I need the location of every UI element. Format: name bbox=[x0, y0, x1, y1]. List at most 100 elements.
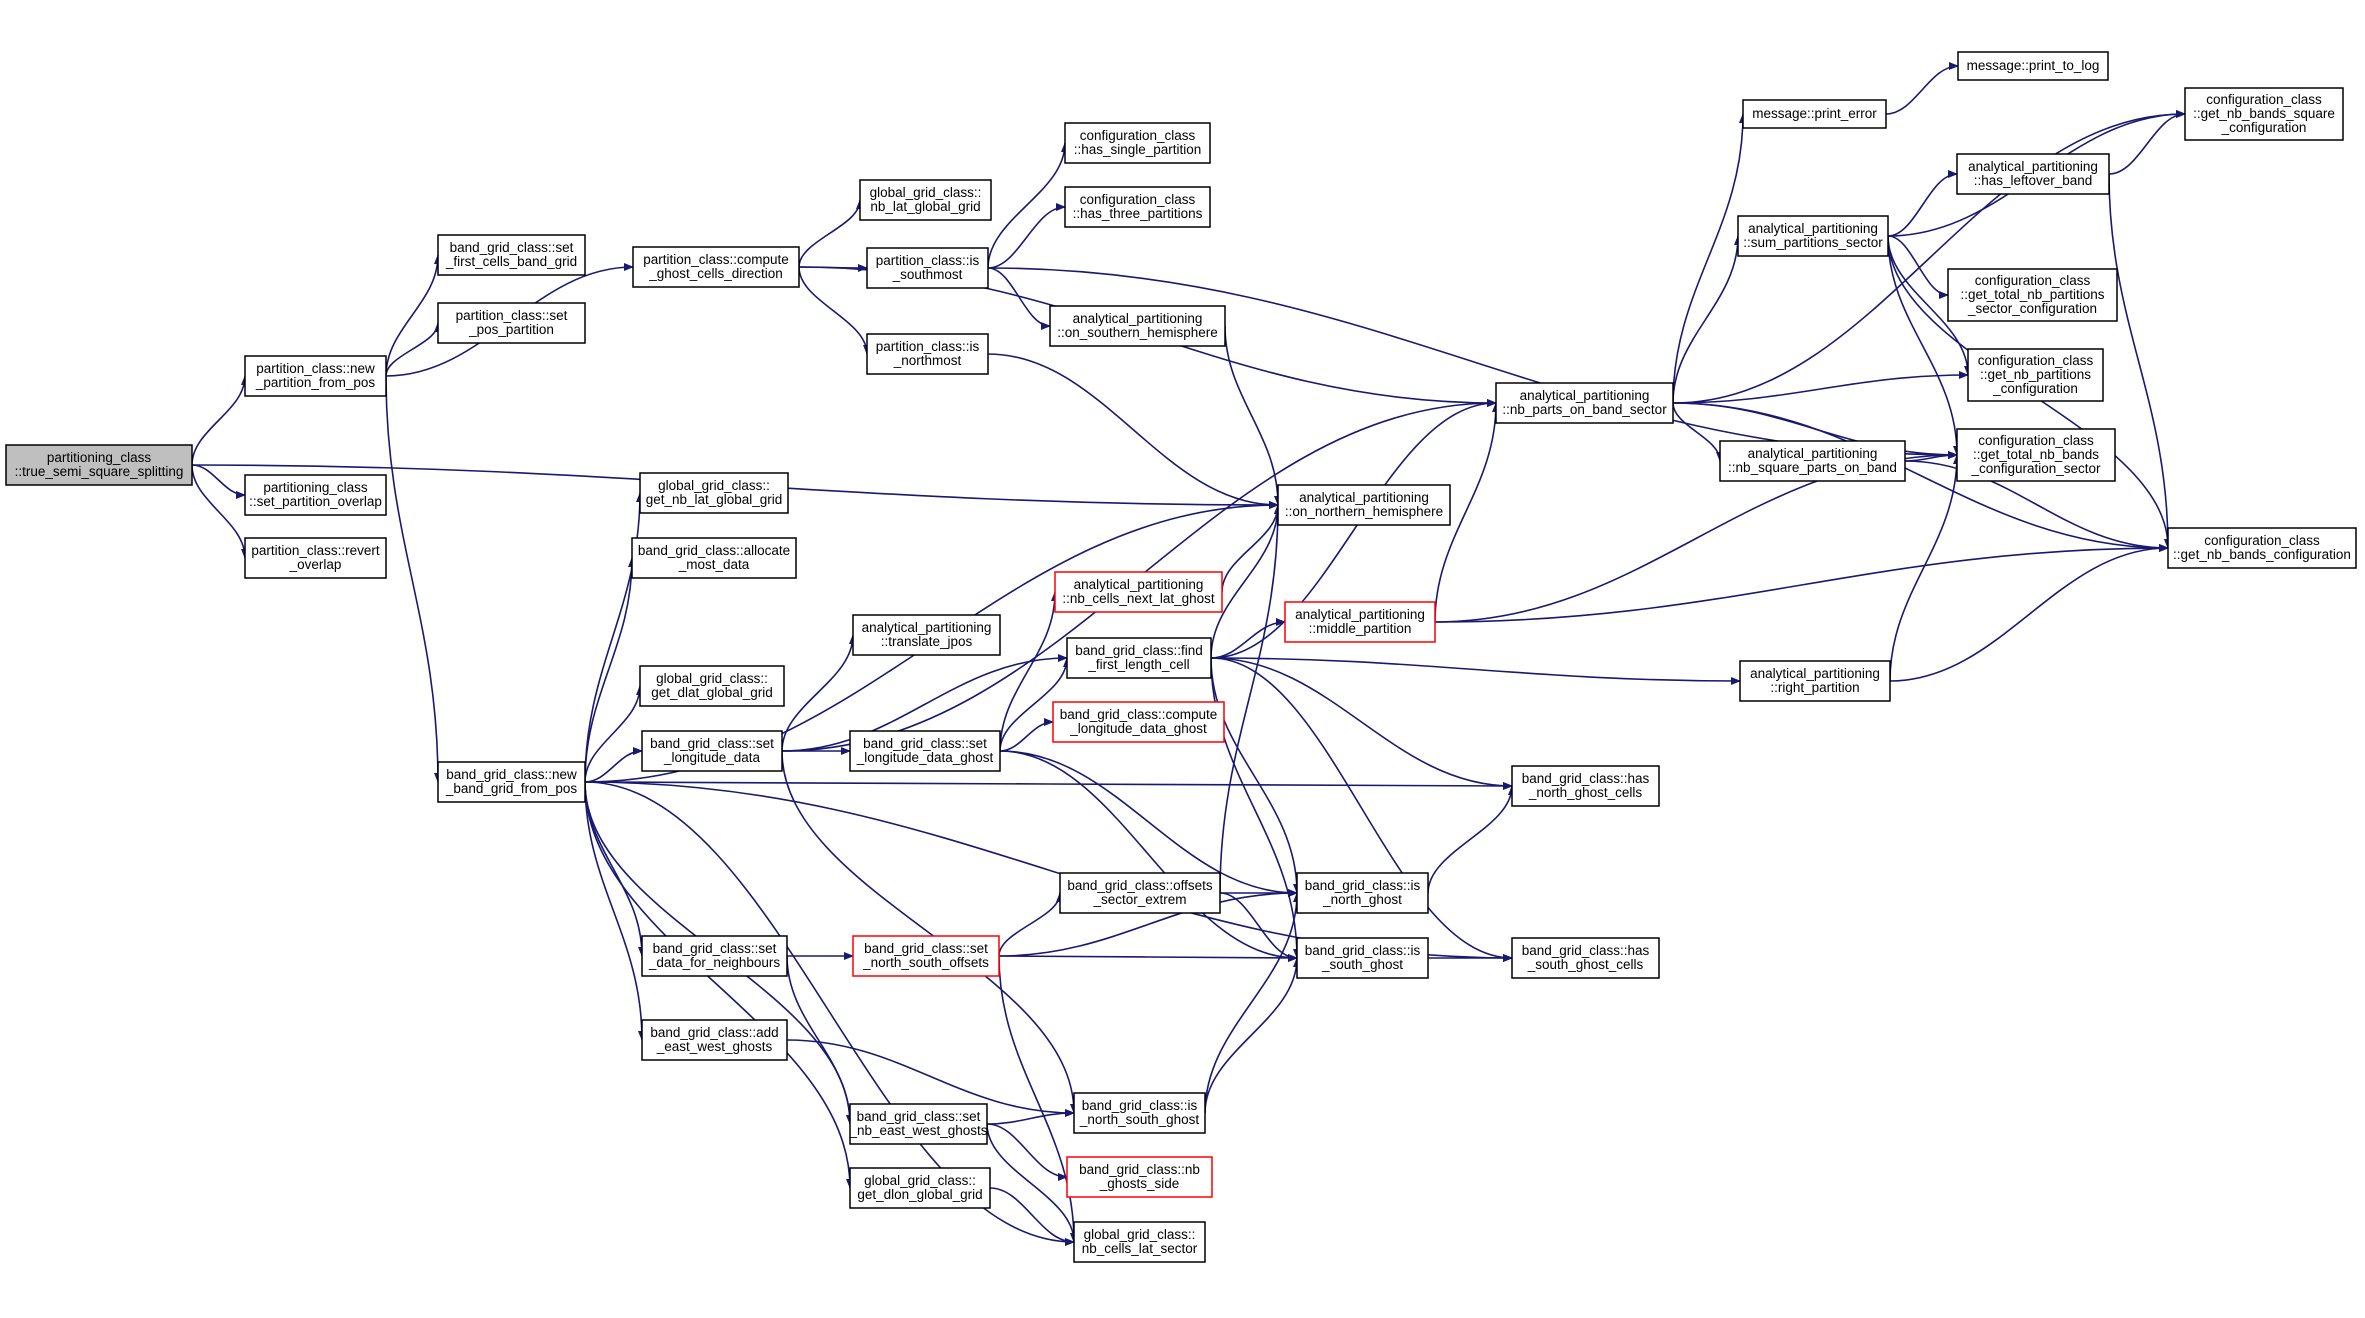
node-analytical-partitioning-translate-jpos[interactable]: analytical_partitioning::translate_jpos bbox=[852, 614, 1001, 656]
node-label: ::sum_partitions_sector bbox=[1743, 235, 1883, 250]
node-box bbox=[849, 730, 1001, 772]
node-label: _data_for_neighbours bbox=[648, 955, 781, 970]
node-analytical-partitioning-sum-partitions-sector[interactable]: analytical_partitioning::sum_partitions_… bbox=[1737, 215, 1889, 257]
node-box bbox=[631, 537, 797, 579]
node-label: band_grid_class::new bbox=[446, 767, 577, 782]
node-analytical-partitioning-middle-partition[interactable]: analytical_partitioning::middle_partitio… bbox=[1284, 601, 1436, 643]
call-edge bbox=[986, 1123, 1078, 1243]
node-band-grid-class-has-south-ghost-cells[interactable]: band_grid_class::has_south_ghost_cells bbox=[1511, 937, 1660, 979]
node-analytical-partitioning-on-northern-hemisphere[interactable]: analytical_partitioning::on_northern_hem… bbox=[1277, 484, 1451, 526]
node-box bbox=[1049, 305, 1226, 347]
node-global-grid-class-get-nb-lat-global-grid[interactable]: global_grid_class::get_nb_lat_global_gri… bbox=[639, 472, 789, 514]
call-edge bbox=[385, 254, 442, 377]
node-box bbox=[1296, 872, 1429, 914]
node-configuration-class-get-total-nb-partitions-sector-configuration[interactable]: configuration_class::get_total_nb_partit… bbox=[1947, 268, 2118, 322]
node-box bbox=[1277, 484, 1451, 526]
node-band-grid-class-offsets-sector-extrem[interactable]: band_grid_class::offsets_sector_extrem bbox=[1059, 872, 1221, 914]
node-band-grid-class-nb-ghosts-side[interactable]: band_grid_class::nb_ghosts_side bbox=[1066, 1156, 1213, 1198]
node-label: _longitude_data bbox=[663, 750, 761, 765]
node-analytical-partitioning-nb-square-parts-on-band[interactable]: analytical_partitioning::nb_square_parts… bbox=[1719, 440, 1906, 482]
call-edge bbox=[999, 591, 1059, 752]
call-edge bbox=[781, 750, 1078, 1114]
node-band-grid-class-allocate-most-data[interactable]: band_grid_class::allocate_most_data bbox=[631, 537, 797, 579]
call-edge bbox=[1889, 454, 1961, 682]
node-box bbox=[1742, 99, 1887, 129]
node-analytical-partitioning-on-southern-hemisphere[interactable]: analytical_partitioning::on_southern_hem… bbox=[1049, 305, 1226, 347]
node-box bbox=[1064, 122, 1211, 164]
node-band-grid-class-add-east-west-ghosts[interactable]: band_grid_class::add_east_west_ghosts bbox=[641, 1019, 788, 1061]
node-partition-class-set-pos-partition[interactable]: partition_class::set_pos_partition bbox=[437, 302, 586, 344]
node-label: ::nb_cells_next_lat_ghost bbox=[1062, 591, 1215, 606]
node-partitioning-class-set-partition-overlap[interactable]: partitioning_class::set_partition_overla… bbox=[244, 474, 387, 516]
node-band-grid-class-set-data-for-neighbours[interactable]: band_grid_class::set_data_for_neighbours bbox=[641, 935, 788, 977]
call-edge bbox=[584, 781, 854, 1189]
node-box bbox=[639, 472, 789, 514]
node-band-grid-class-compute-longitude-data-ghost[interactable]: band_grid_class::compute_longitude_data_… bbox=[1052, 701, 1225, 743]
node-label: _north_south_ghost bbox=[1079, 1112, 1200, 1127]
node-partitioning-class-true-semi-square-splitting[interactable]: partitioning_class::true_semi_square_spl… bbox=[5, 444, 193, 486]
node-box bbox=[639, 665, 785, 707]
node-analytical-partitioning-right-partition[interactable]: analytical_partitioning::right_partition bbox=[1739, 660, 1891, 702]
node-global-grid-class-nb-lat-global-grid[interactable]: global_grid_class::nb_lat_global_grid bbox=[859, 179, 992, 221]
node-band-grid-class-new-band-grid-from-pos[interactable]: band_grid_class::new_band_grid_from_pos bbox=[437, 761, 586, 803]
node-analytical-partitioning-nb-cells-next-lat-ghost[interactable]: analytical_partitioning::nb_cells_next_l… bbox=[1054, 571, 1223, 613]
node-box bbox=[2167, 527, 2357, 569]
node-band-grid-class-set-first-cells-band-grid[interactable]: band_grid_class::set_first_cells_band_gr… bbox=[437, 234, 586, 276]
node-partition-class-new-partition-from-pos[interactable]: partition_class::new_partition_from_pos bbox=[244, 355, 387, 397]
node-band-grid-class-set-nb-east-west-ghosts[interactable]: band_grid_class::set_nb_east_west_ghosts bbox=[848, 1103, 988, 1145]
node-label: band_grid_class::set bbox=[864, 941, 988, 956]
node-label: band_grid_class::allocate bbox=[638, 543, 790, 558]
node-band-grid-class-set-longitude-data-ghost[interactable]: band_grid_class::set_longitude_data_ghos… bbox=[849, 730, 1001, 772]
node-label: analytical_partitioning bbox=[1295, 607, 1425, 622]
node-configuration-class-get-nb-bands-configuration[interactable]: configuration_class::get_nb_bands_config… bbox=[2167, 527, 2357, 569]
node-box bbox=[1967, 348, 2104, 402]
node-partition-class-is-southmost[interactable]: partition_class::is_southmost bbox=[866, 247, 989, 289]
node-partition-class-compute-ghost-cells-direction[interactable]: partition_class::compute_ghost_cells_dir… bbox=[632, 246, 800, 288]
node-box bbox=[1066, 637, 1212, 679]
node-label: band_grid_class::set bbox=[857, 1109, 981, 1124]
node-band-grid-class-is-north-south-ghost[interactable]: band_grid_class::is_north_south_ghost bbox=[1073, 1092, 1206, 1134]
node-configuration-class-get-total-nb-bands-configuration-sector[interactable]: configuration_class::get_total_nb_bands_… bbox=[1956, 428, 2116, 482]
call-edge bbox=[1672, 235, 1742, 404]
node-configuration-class-has-three-partitions[interactable]: configuration_class::has_three_partition… bbox=[1064, 186, 1211, 228]
node-label: partition_class::revert bbox=[251, 543, 380, 558]
call-edge bbox=[1210, 657, 1301, 894]
node-global-grid-class-nb-cells-lat-sector[interactable]: global_grid_class::nb_cells_lat_sector bbox=[1073, 1221, 1206, 1263]
node-configuration-class-get-nb-bands-square-configuration[interactable]: configuration_class::get_nb_bands_square… bbox=[2184, 87, 2344, 141]
node-box bbox=[1066, 1156, 1213, 1198]
node-band-grid-class-is-south-ghost[interactable]: band_grid_class::is_south_ghost bbox=[1296, 937, 1429, 979]
node-label: analytical_partitioning bbox=[1299, 490, 1429, 505]
node-label: _ghosts_side bbox=[1099, 1176, 1180, 1191]
node-label: band_grid_class::set bbox=[650, 736, 774, 751]
node-band-grid-class-set-longitude-data[interactable]: band_grid_class::set_longitude_data bbox=[641, 730, 783, 772]
call-edge bbox=[584, 685, 644, 783]
node-message-print-to-log[interactable]: message::print_to_log bbox=[1957, 51, 2109, 81]
node-global-grid-class-get-dlat-global-grid[interactable]: global_grid_class::get_dlat_global_grid bbox=[639, 665, 785, 707]
node-band-grid-class-set-north-south-offsets[interactable]: band_grid_class::set_north_south_offsets bbox=[852, 935, 1000, 977]
node-label: partitioning_class bbox=[47, 450, 152, 465]
node-label: _south_ghost bbox=[1321, 957, 1403, 972]
node-analytical-partitioning-has-leftover-band[interactable]: analytical_partitioning::has_leftover_ba… bbox=[1956, 153, 2110, 195]
node-label: band_grid_class::compute bbox=[1060, 707, 1218, 722]
node-box bbox=[859, 179, 992, 221]
node-message-print-error[interactable]: message::print_error bbox=[1742, 99, 1887, 129]
call-edge bbox=[786, 955, 854, 1125]
node-label: band_grid_class::set bbox=[653, 941, 777, 956]
node-band-grid-class-find-first-length-cell[interactable]: band_grid_class::find_first_length_cell bbox=[1066, 637, 1212, 679]
call-edge bbox=[584, 781, 646, 1041]
node-label: band_grid_class::offsets bbox=[1067, 878, 1213, 893]
node-label: band_grid_class::is bbox=[1082, 1098, 1198, 1113]
node-band-grid-class-has-north-ghost-cells[interactable]: band_grid_class::has_north_ghost_cells bbox=[1511, 765, 1660, 807]
node-configuration-class-get-nb-partitions-configuration[interactable]: configuration_class::get_nb_partitions_c… bbox=[1967, 348, 2104, 402]
node-global-grid-class-get-dlon-global-grid[interactable]: global_grid_class::get_dlon_global_grid bbox=[849, 1167, 991, 1209]
node-label: ::has_three_partitions bbox=[1073, 206, 1203, 221]
node-box bbox=[244, 355, 387, 397]
call-edge bbox=[1434, 544, 2169, 623]
node-configuration-class-has-single-partition[interactable]: configuration_class::has_single_partitio… bbox=[1064, 122, 1211, 164]
node-partition-class-is-northmost[interactable]: partition_class::is_northmost bbox=[866, 333, 989, 375]
call-edge bbox=[1219, 892, 1298, 962]
node-analytical-partitioning-nb-parts-on-band-sector[interactable]: analytical_partitioning::nb_parts_on_ban… bbox=[1495, 382, 1674, 424]
node-partition-class-revert-overlap[interactable]: partition_class::revert_overlap bbox=[244, 537, 387, 579]
node-band-grid-class-is-north-ghost[interactable]: band_grid_class::is_north_ghost bbox=[1296, 872, 1429, 914]
